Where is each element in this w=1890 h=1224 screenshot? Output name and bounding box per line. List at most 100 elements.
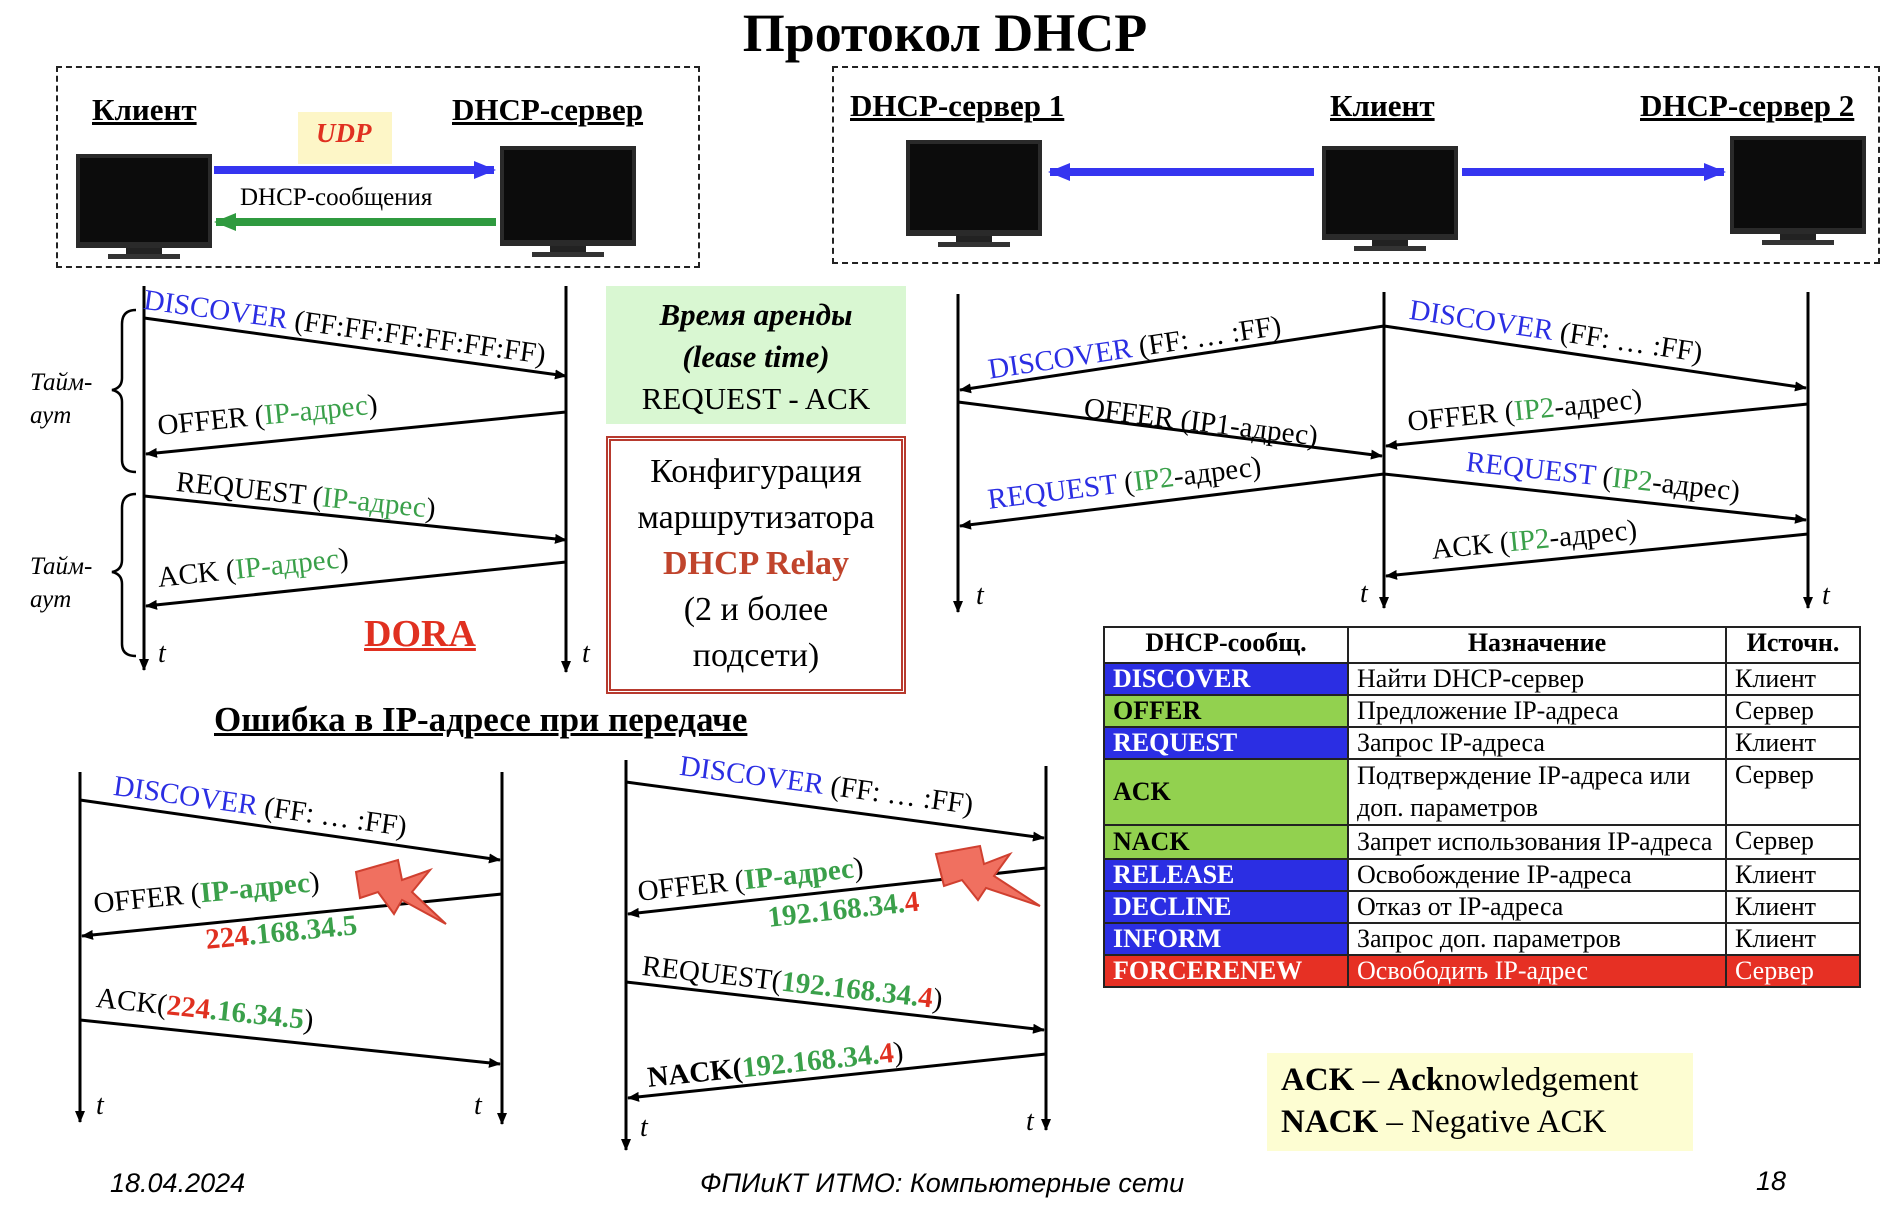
lease-line: (lease time) [682,339,830,374]
request-arrow [143,494,567,544]
time-axis-label: t [1822,580,1830,611]
column-header: Источн. [1725,626,1861,664]
purpose-cell: Подтверждение IP-адреса или доп. парамет… [1347,758,1727,826]
lease-time-box: Время аренды (lease time) REQUEST - ACK [606,286,906,424]
time-axis-label: t [96,1090,104,1121]
table-header-row: DHCP-сообщ. Назначение Источн. [1103,626,1861,664]
time-axis-label: t [474,1090,482,1121]
monitor-icon [906,140,1042,247]
discover-arrow [79,798,501,864]
offer-arrow [145,410,567,458]
dhcp-messages-table: DHCP-сообщ. Назначение Источн. DISCOVER … [1103,626,1861,988]
timeout-brace [111,492,137,658]
abbreviation-legend: ACK – Acknowledgement NACK – Negative AC… [1267,1053,1693,1151]
message-cell: DISCOVER [1103,662,1349,696]
message-cell: REQUEST [1103,726,1349,760]
message-cell: FORCERENEW [1103,954,1349,988]
table-row: RELEASE Освобождение IP-адреса Клиент [1103,858,1861,892]
message-cell: ACK [1103,758,1349,826]
monitor-icon [500,146,636,257]
error-section-title: Ошибка в IP-адресе при передаче [214,700,748,739]
client-label: Клиент [1330,88,1435,123]
nack-arrow [627,1052,1047,1102]
source-cell: Сервер [1725,824,1861,860]
relay-line: Конфигурация [650,453,862,490]
offer1-arrow [957,400,1383,460]
page-number: 18 [1756,1166,1787,1196]
discover-arrow-left [959,324,1385,394]
udp-label: UDP [316,118,372,148]
discover-arrow [143,316,567,380]
page-title: Протокол DHCP [742,3,1148,63]
monitor-icon [1322,146,1458,251]
table-row: OFFER Предложение IP-адреса Сервер [1103,694,1861,728]
purpose-cell: Освободить IP-адрес [1347,954,1727,988]
lease-line: REQUEST - ACK [641,381,871,416]
legend-ack: ACK – Acknowledgement [1281,1062,1639,1098]
purpose-cell: Предложение IP-адреса [1347,694,1727,728]
time-axis-label: t [976,580,984,611]
discover-arrow-right [1383,324,1807,392]
dhcp-relay-box: Конфигурация маршрутизатора DHCP Relay (… [606,436,906,694]
message-cell: INFORM [1103,922,1349,956]
column-header: Назначение [1347,626,1727,664]
lease-line: Время аренды [659,297,853,332]
source-cell: Сервер [1725,694,1861,728]
timeout-label: Тайм-аут [30,369,93,429]
discover-arrow [625,780,1045,842]
request-arrow [625,980,1045,1034]
monitor-icon [76,154,212,259]
table-row: FORCERENEW Освободить IP-адрес Сервер [1103,954,1861,988]
source-cell: Клиент [1725,858,1861,892]
timeout-brace [111,308,137,474]
messages-label: DHCP-сообщения [240,184,433,211]
time-axis-label: t [582,638,590,669]
source-cell: Клиент [1725,922,1861,956]
monitor-icon [1730,136,1866,245]
purpose-cell: Отказ от IP-адреса [1347,890,1727,924]
ack-arrow [145,560,567,610]
purpose-cell: Запрос доп. параметров [1347,922,1727,956]
source-cell: Сервер [1725,954,1861,988]
footer-course: ФПИиКТ ИТМО: Компьютерные сети [700,1168,1185,1198]
purpose-cell: Освобождение IP-адреса [1347,858,1727,892]
time-axis-label: t [1360,578,1368,609]
time-axis-label: t [158,638,166,669]
offer-arrow [81,892,503,940]
message-cell: NACK [1103,824,1349,860]
dora-label: DORA [364,613,476,655]
purpose-cell: Запрос IP-адреса [1347,726,1727,760]
server-label: DHCP-сервер [452,92,644,127]
error-lightning-icon [354,858,447,925]
ack-arrow [79,1018,501,1068]
server2-label: DHCP-сервер 2 [1640,88,1855,123]
two-servers-box [832,66,1880,264]
ack-arrow [1385,532,1809,580]
relay-line: маршрутизатора [637,499,875,536]
message-cell: RELEASE [1103,858,1349,892]
relay-line: подсети) [692,637,820,674]
source-cell: Клиент [1725,726,1861,760]
table-row: DISCOVER Найти DHCP-сервер Клиент [1103,662,1861,696]
request-arrow-right [1383,472,1807,524]
client-server-box [56,66,700,268]
source-cell: Сервер [1725,758,1861,826]
table-row: ACK Подтверждение IP-адреса или доп. пар… [1103,758,1861,826]
relay-line: (2 и более [683,591,829,628]
column-header: DHCP-сообщ. [1103,626,1349,664]
time-axis-label: t [640,1112,648,1143]
table-row: DECLINE Отказ от IP-адреса Клиент [1103,890,1861,924]
relay-line: DHCP Relay [662,545,850,582]
client-label: Клиент [92,92,197,127]
offer2-arrow [1385,402,1809,450]
message-cell: DECLINE [1103,890,1349,924]
timeout-label: Тайм-аут [30,553,93,613]
server1-label: DHCP-сервер 1 [850,88,1065,123]
udp-label-bg [298,112,392,164]
source-cell: Клиент [1725,662,1861,696]
purpose-cell: Найти DHCP-сервер [1347,662,1727,696]
source-cell: Клиент [1725,890,1861,924]
time-axis-label: t [1026,1106,1034,1137]
error-lightning-icon [934,844,1041,907]
